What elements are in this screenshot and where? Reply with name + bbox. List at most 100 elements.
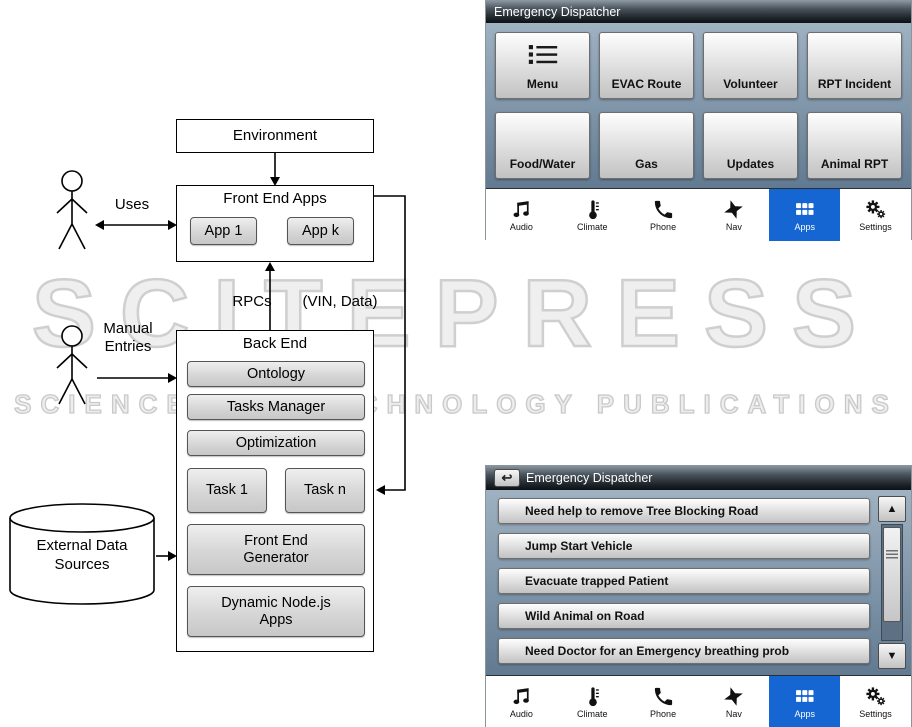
list-item[interactable]: Need Doctor for an Emergency breathing p… bbox=[498, 638, 870, 664]
connector-lines bbox=[97, 153, 406, 557]
tab-settings[interactable]: Settings bbox=[840, 676, 911, 727]
screen-title: Emergency Dispatcher bbox=[526, 471, 653, 485]
request-list: Need help to remove Tree Blocking Road J… bbox=[486, 490, 911, 675]
hmi-tab-bar: Audio Climate Phone bbox=[486, 188, 911, 241]
environment-label: Environment bbox=[232, 127, 318, 144]
evac-route-button[interactable]: EVAC Route bbox=[599, 32, 694, 99]
tab-nav[interactable]: Nav bbox=[698, 676, 769, 727]
phone-icon bbox=[654, 687, 672, 706]
task-n-node: Task n bbox=[285, 468, 365, 513]
back-icon: ↩ bbox=[501, 470, 513, 485]
apps-grid-icon bbox=[796, 690, 814, 702]
tab-label: Apps bbox=[794, 222, 815, 232]
animal-rpt-button[interactable]: Animal RPT bbox=[807, 112, 902, 179]
button-label: Gas bbox=[635, 157, 658, 171]
compass-star-icon bbox=[724, 687, 744, 706]
tab-label: Audio bbox=[509, 709, 533, 719]
rpcs-label: RPCs bbox=[232, 293, 272, 310]
manual-entries-label: Manual Entries bbox=[103, 320, 153, 355]
food-water-button[interactable]: Food/Water bbox=[495, 112, 590, 179]
back-end-label: Back End bbox=[242, 335, 308, 352]
screen-title: Emergency Dispatcher bbox=[494, 5, 621, 19]
tab-settings[interactable]: Settings bbox=[840, 189, 911, 241]
app-1-node: App 1 bbox=[190, 217, 257, 245]
button-label: RPT Incident bbox=[817, 77, 892, 91]
menu-button[interactable]: Menu bbox=[495, 32, 590, 99]
user-stick-figure bbox=[56, 170, 88, 250]
list-item[interactable]: Jump Start Vehicle bbox=[498, 533, 870, 559]
back-button[interactable]: ↩ bbox=[494, 469, 520, 487]
front-end-generator-node: Front End Generator bbox=[187, 524, 365, 575]
rpt-incident-button[interactable]: RPT Incident bbox=[807, 32, 902, 99]
button-label: Volunteer bbox=[723, 77, 778, 91]
dynamic-nodejs-apps-node: Dynamic Node.js Apps bbox=[187, 586, 365, 637]
scrollbar-thumb[interactable] bbox=[883, 527, 901, 622]
database-cylinder bbox=[9, 503, 155, 605]
updates-button[interactable]: Updates bbox=[703, 112, 798, 179]
hmi-apps-screen: Emergency Dispatcher Menu EVAC Route Vol… bbox=[485, 0, 912, 241]
tab-apps[interactable]: Apps bbox=[769, 189, 841, 241]
list-item[interactable]: Wild Animal on Road bbox=[498, 603, 870, 629]
phone-icon bbox=[654, 200, 672, 219]
tab-climate[interactable]: Climate bbox=[557, 676, 628, 727]
front-end-apps-box: Front End Apps App 1 App k bbox=[176, 185, 374, 262]
hmi-titlebar: ↩ Emergency Dispatcher bbox=[486, 466, 911, 490]
scrollbar: ▲ ▼ bbox=[878, 496, 906, 669]
vin-data-label: (VIN, Data) bbox=[302, 293, 378, 310]
tab-label: Nav bbox=[725, 709, 742, 719]
hmi-titlebar: Emergency Dispatcher bbox=[486, 1, 911, 23]
apps-grid-icon bbox=[796, 203, 814, 215]
scroll-down-button[interactable]: ▼ bbox=[878, 643, 906, 669]
task-1-node: Task 1 bbox=[187, 468, 267, 513]
volunteer-button[interactable]: Volunteer bbox=[703, 32, 798, 99]
hmi-tab-bar: Audio Climate Phone bbox=[486, 675, 911, 727]
scrollbar-track[interactable] bbox=[881, 524, 903, 641]
scroll-up-button[interactable]: ▲ bbox=[878, 496, 906, 522]
tab-label: Settings bbox=[859, 222, 892, 232]
gears-icon bbox=[866, 687, 886, 706]
list-item[interactable]: Evacuate trapped Patient bbox=[498, 568, 870, 594]
tab-audio[interactable]: Audio bbox=[486, 189, 557, 241]
tab-label: Settings bbox=[859, 709, 892, 719]
tab-nav[interactable]: Nav bbox=[698, 189, 769, 241]
up-arrow-icon: ▲ bbox=[886, 503, 898, 515]
music-note-icon bbox=[513, 688, 529, 705]
tab-phone[interactable]: Phone bbox=[628, 189, 699, 241]
tab-label: Phone bbox=[650, 709, 677, 719]
front-end-apps-label: Front End Apps bbox=[223, 190, 327, 207]
external-data-sources-label: External Data Sources bbox=[36, 537, 128, 573]
tab-label: Climate bbox=[576, 222, 608, 232]
environment-box: Environment bbox=[176, 119, 374, 153]
app-k-node: App k bbox=[287, 217, 354, 245]
optimization-node: Optimization bbox=[187, 430, 365, 456]
gears-icon bbox=[866, 200, 886, 219]
thermometer-icon bbox=[588, 687, 599, 707]
button-label: Menu bbox=[526, 77, 559, 91]
tab-label: Phone bbox=[650, 222, 677, 232]
thermometer-icon bbox=[588, 200, 599, 220]
tasks-manager-node: Tasks Manager bbox=[187, 394, 365, 420]
tab-label: Apps bbox=[794, 709, 815, 719]
button-label: EVAC Route bbox=[611, 77, 682, 91]
tab-audio[interactable]: Audio bbox=[486, 676, 557, 727]
uses-label: Uses bbox=[114, 196, 150, 213]
operator-stick-figure bbox=[56, 325, 88, 405]
scitepress-tagline: SCIENCE AND TECHNOLOGY PUBLICATIONS bbox=[14, 388, 898, 419]
app-button-grid: Menu EVAC Route Volunteer RPT Incident F… bbox=[486, 23, 911, 188]
tab-label: Climate bbox=[576, 709, 608, 719]
back-end-box: Back End Ontology Tasks Manager Optimiza… bbox=[176, 330, 374, 652]
list-menu-icon bbox=[528, 45, 557, 64]
tab-label: Audio bbox=[509, 222, 533, 232]
button-label: Food/Water bbox=[509, 157, 576, 171]
gas-button[interactable]: Gas bbox=[599, 112, 694, 179]
compass-star-icon bbox=[724, 200, 744, 219]
tab-apps[interactable]: Apps bbox=[769, 676, 841, 727]
tab-phone[interactable]: Phone bbox=[628, 676, 699, 727]
button-label: Animal RPT bbox=[820, 157, 889, 171]
diagram-connectors bbox=[9, 153, 406, 605]
hmi-requests-screen: ↩ Emergency Dispatcher Need help to remo… bbox=[485, 465, 912, 727]
tab-climate[interactable]: Climate bbox=[557, 189, 628, 241]
ontology-node: Ontology bbox=[187, 361, 365, 387]
list-item[interactable]: Need help to remove Tree Blocking Road bbox=[498, 498, 870, 524]
